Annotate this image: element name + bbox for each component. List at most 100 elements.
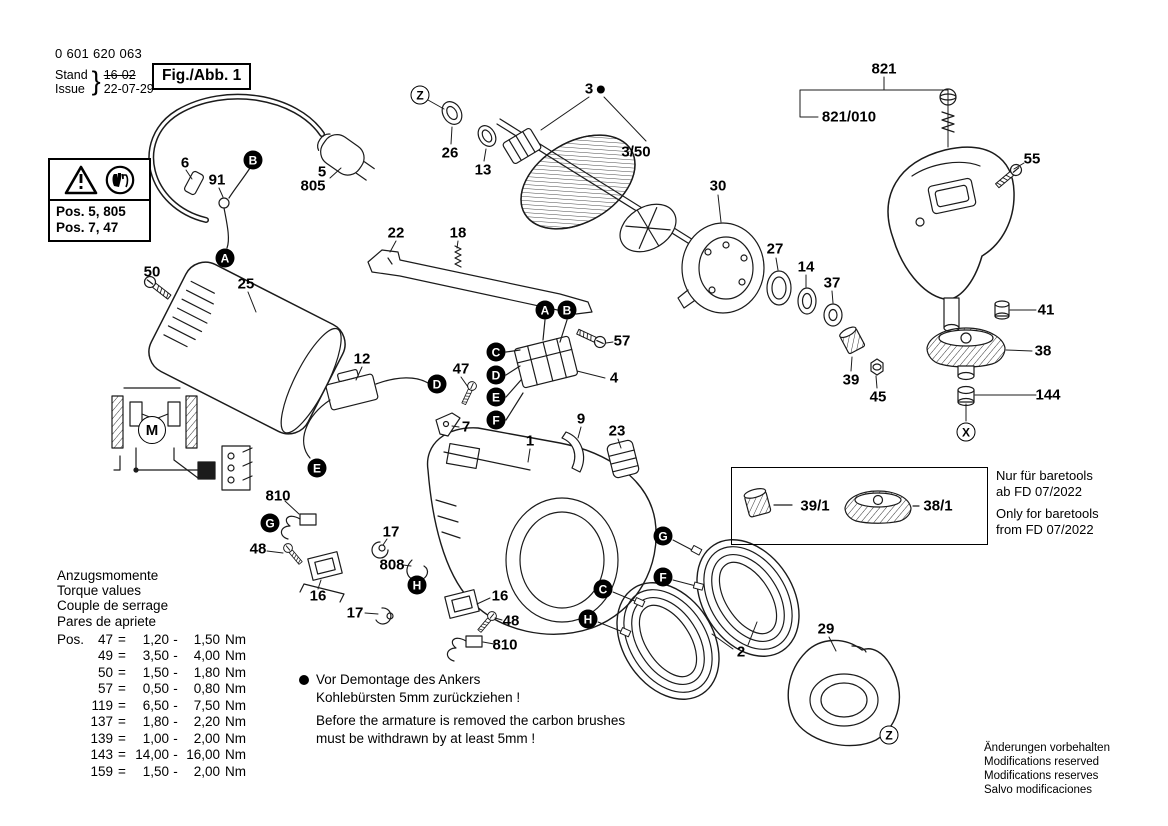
part-number-3: 3 xyxy=(585,82,606,97)
part-number-29: 29 xyxy=(817,620,835,638)
part-number-3-50: 3/50 xyxy=(621,143,651,161)
part-number-805: 805 xyxy=(300,177,326,195)
part-number-6: 6 xyxy=(180,154,190,172)
protective-gloves-icon xyxy=(105,165,135,195)
part-number-45: 45 xyxy=(869,388,887,406)
stand-date-old: 16-02 xyxy=(103,67,136,82)
issue-date: 22-07-29 xyxy=(103,81,154,96)
callout-H: H xyxy=(578,609,598,629)
part-number-810: 810 xyxy=(265,487,291,505)
part-number-37: 37 xyxy=(823,274,841,292)
part-number-808: 808 xyxy=(379,556,405,574)
callout-D: D xyxy=(427,374,447,394)
bevel-gear-drawing xyxy=(926,300,1010,407)
part-number-2: 2 xyxy=(736,643,746,661)
part-number-39: 39 xyxy=(842,371,860,389)
stand-label: Stand xyxy=(55,67,88,82)
part-number-16: 16 xyxy=(309,587,327,605)
part-number-38-1: 38/1 xyxy=(923,497,953,515)
part-number-50: 50 xyxy=(143,263,161,281)
warning-icons xyxy=(50,160,149,201)
part-number-22: 22 xyxy=(387,224,405,242)
note-line-en: Before the armature is removed the carbo… xyxy=(316,713,626,728)
part-number-30: 30 xyxy=(709,177,727,195)
part-number-1: 1 xyxy=(525,432,535,450)
warning-pos-line1: Pos. 5, 805 xyxy=(56,204,126,219)
wiring-diagram-drawing xyxy=(111,387,253,491)
field-coil-drawing xyxy=(616,539,800,700)
part-number-12: 12 xyxy=(353,350,371,368)
callout-C: C xyxy=(593,579,613,599)
part-number-17: 17 xyxy=(346,604,364,622)
carbon-brush-parts-drawing xyxy=(280,513,483,662)
part-number-810: 810 xyxy=(492,636,518,654)
callout-H: H xyxy=(407,575,427,595)
part-number-13: 13 xyxy=(474,161,492,179)
callout-Z: Z xyxy=(410,85,430,105)
part-number-5: 5 xyxy=(317,163,327,181)
note-bullet-icon xyxy=(299,675,309,685)
air-deflector-drawing xyxy=(561,431,585,473)
switch-drawing xyxy=(303,369,429,459)
footer-line: Modifications reserved xyxy=(984,756,1100,768)
torque-title: Torque values xyxy=(57,583,142,599)
part-number-48: 48 xyxy=(249,540,267,558)
footer-line: Änderungen vorbehalten xyxy=(984,742,1110,754)
power-cord-drawing xyxy=(148,93,375,249)
callout-G: G xyxy=(653,526,673,546)
footer-line: Salvo modificaciones xyxy=(984,784,1093,796)
part-number-4: 4 xyxy=(609,369,619,387)
baretools-box xyxy=(731,467,988,545)
issue-label: Issue xyxy=(55,81,85,96)
callout-D: D xyxy=(486,365,506,385)
black-dot-icon xyxy=(597,85,606,94)
terminal-block-drawing xyxy=(505,319,578,421)
part-number-16: 16 xyxy=(491,587,509,605)
note-line-de: Kohlebürsten 5mm zurückziehen ! xyxy=(316,690,521,705)
part-number-144: 144 xyxy=(1035,386,1061,404)
part-number-821: 821 xyxy=(871,60,897,78)
part-number-17: 17 xyxy=(382,523,400,541)
part-number-47: 47 xyxy=(452,360,470,378)
spring-drawing xyxy=(454,245,462,268)
baretools-line: Only for baretools xyxy=(996,506,1099,521)
callout-G: G xyxy=(260,513,280,533)
callout-E: E xyxy=(307,458,327,478)
armature-drawing xyxy=(441,101,715,260)
baffle-plate-drawing xyxy=(677,222,765,314)
torque-title: Anzugsmomente xyxy=(57,568,159,583)
callout-X: X xyxy=(956,422,976,442)
housing-cap-drawing xyxy=(148,261,346,435)
protective-guard-drawing xyxy=(787,639,901,747)
leader-lines xyxy=(185,76,1037,652)
part-number-23: 23 xyxy=(608,422,626,440)
document-number: 0 601 620 063 xyxy=(55,46,143,61)
part-number-27: 27 xyxy=(766,240,784,258)
callout-C: C xyxy=(486,342,506,362)
part-number-55: 55 xyxy=(1023,150,1041,168)
baretools-line: ab FD 07/2022 xyxy=(996,484,1083,499)
note-line-de: Vor Demontage des Ankers xyxy=(316,672,481,687)
callout-A: A xyxy=(535,300,555,320)
part-number-14: 14 xyxy=(797,258,815,276)
part-number-25: 25 xyxy=(237,275,255,293)
part-number-41: 41 xyxy=(1037,301,1055,319)
lever-drawing xyxy=(435,412,461,437)
part-number-18: 18 xyxy=(449,224,467,242)
